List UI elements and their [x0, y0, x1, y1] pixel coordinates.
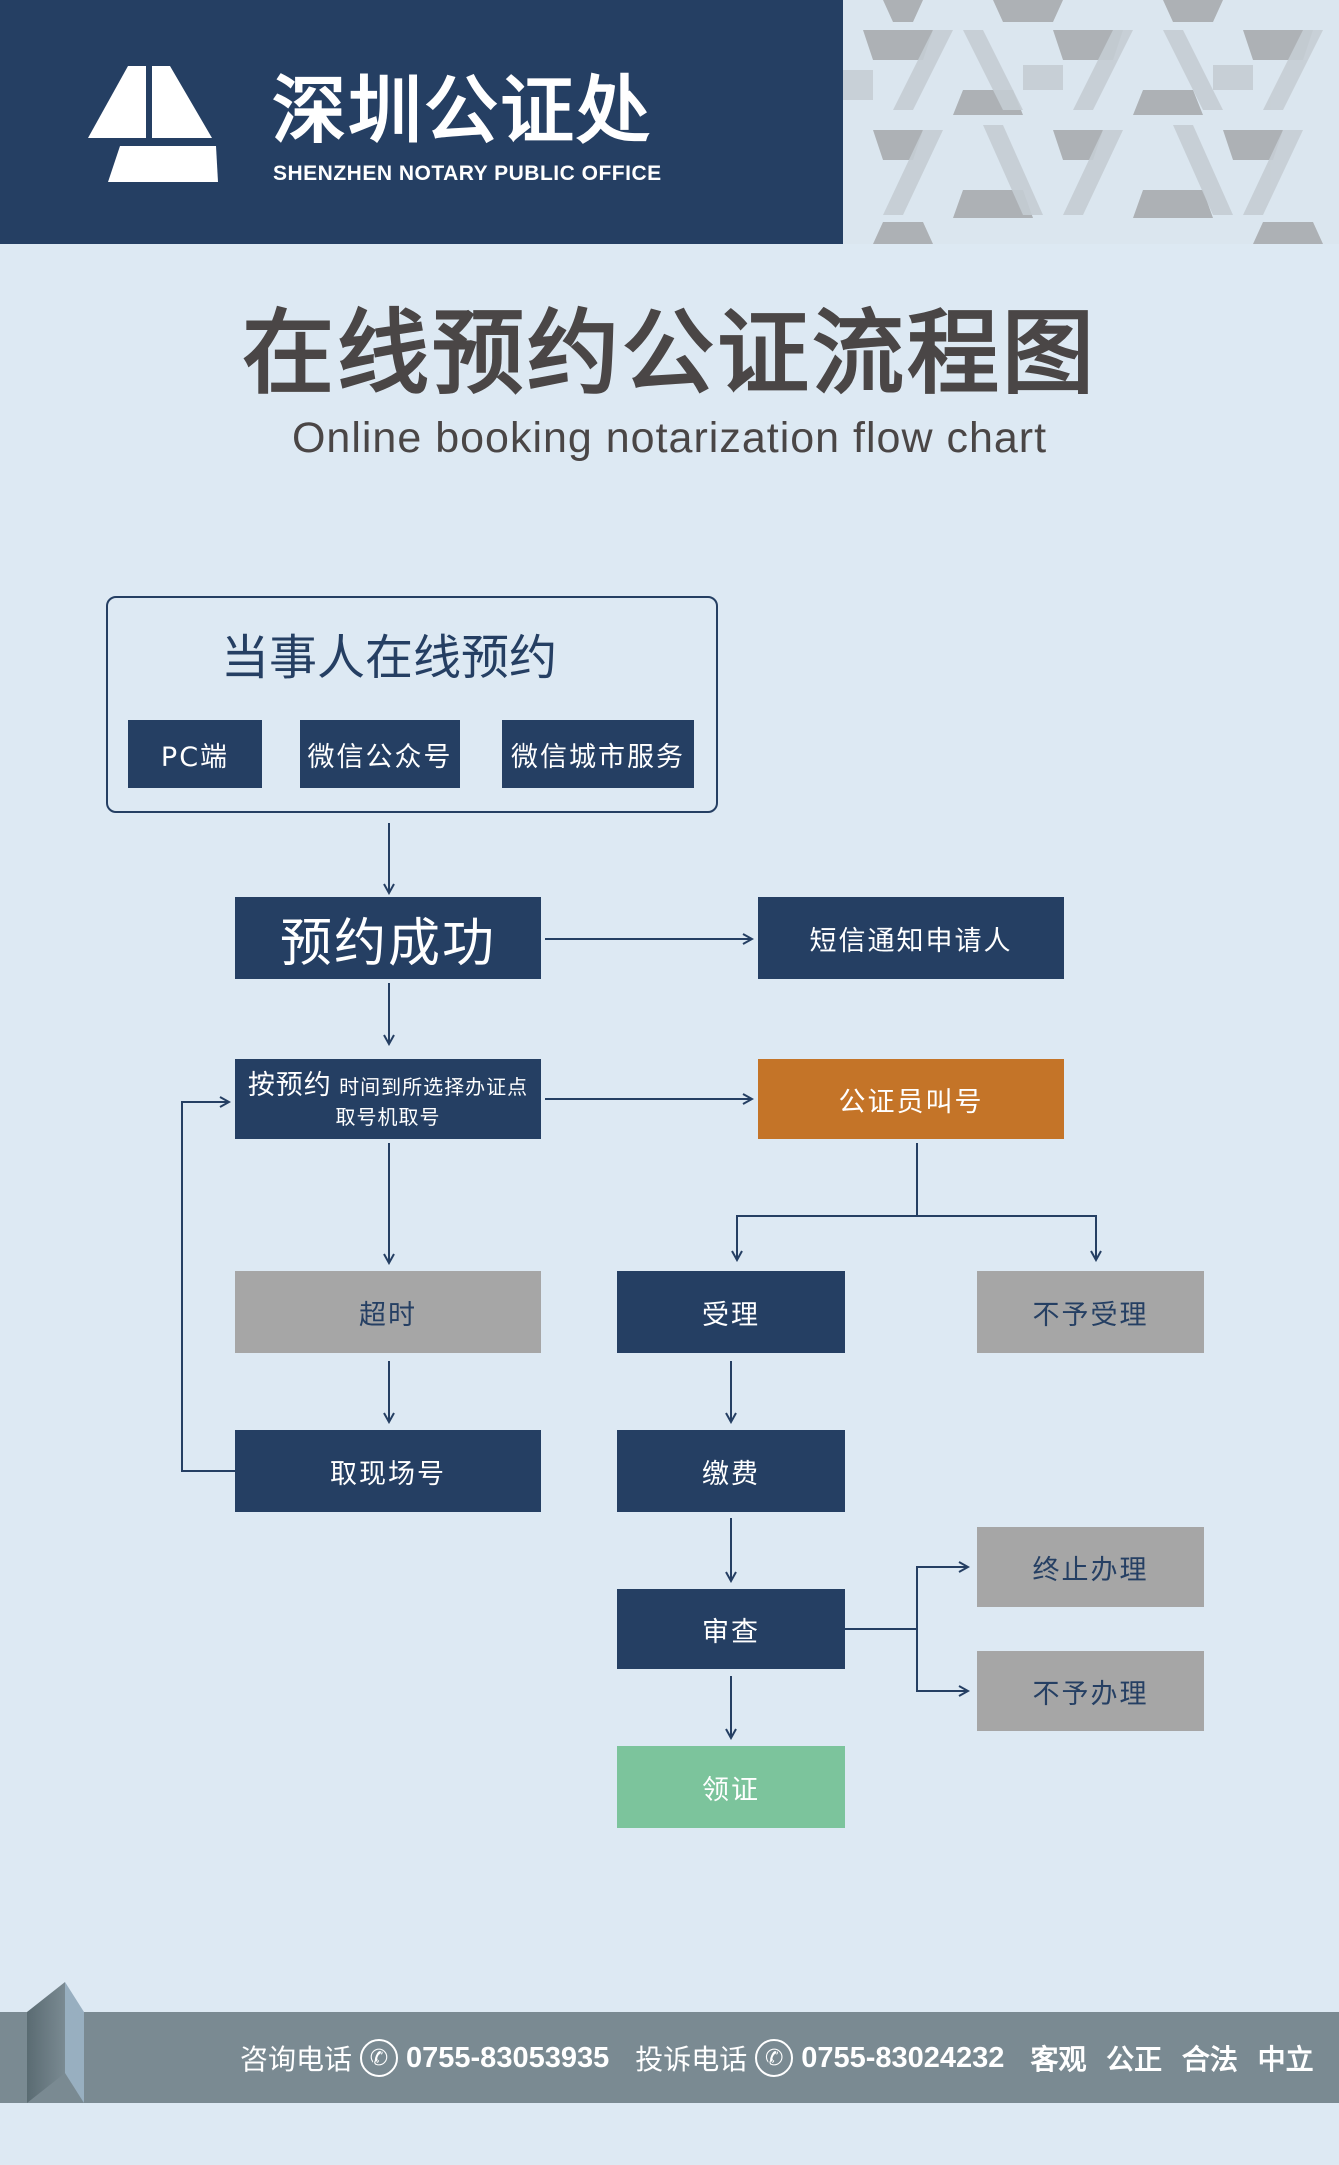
- step-terminate: 终止办理: [977, 1527, 1204, 1607]
- ticket-line1: 时间到所选择办证点: [339, 1075, 529, 1100]
- online-booking-group: [106, 596, 718, 813]
- footer-fold-decoration: [27, 1982, 84, 2103]
- page-subtitle: Online booking notarization flow chart: [291, 414, 1048, 462]
- page-title: 在线预约公证流程图: [241, 300, 1097, 407]
- complaint-phone: 0755-83024232: [801, 2041, 1005, 2074]
- org-name-en: SHENZHEN NOTARY PUBLIC OFFICE: [273, 162, 662, 185]
- arrow-call-to-accept: [737, 1143, 918, 1260]
- step-notary-call: 公证员叫号: [758, 1059, 1064, 1139]
- notary-logo-icon: [88, 66, 218, 182]
- step-accept: 受理: [617, 1271, 845, 1353]
- step-review: 审查: [617, 1589, 845, 1669]
- channel-wechat-city: 微信城市服务: [502, 720, 694, 788]
- ticket-line2: 取号机取号: [335, 1104, 441, 1129]
- footer-band: [0, 2012, 1339, 2103]
- arrow-review-branches: [916, 1566, 968, 1692]
- motto: 客观 公正 合法 中立: [1030, 2043, 1314, 2076]
- channel-wechat-official: 微信公众号: [300, 720, 460, 788]
- arrow-onsite-loop: [181, 1102, 235, 1472]
- step-deny: 不予办理: [977, 1651, 1204, 1731]
- phone-icon: ✆: [360, 2039, 399, 2077]
- step-certificate: 领证: [617, 1746, 845, 1828]
- phone-icon: ✆: [755, 2039, 794, 2077]
- complaint-label: 投诉电话: [635, 2043, 748, 2076]
- step-take-ticket: 按预约 时间到所选择办证点 取号机取号: [235, 1059, 541, 1139]
- consult-label: 咨询电话: [240, 2043, 353, 2076]
- step-booking-success: 预约成功: [235, 897, 541, 979]
- org-name: 深圳公证处: [272, 68, 652, 154]
- arrow-call-to-reject: [917, 1215, 1096, 1260]
- footer-contact: 咨询电话 ✆ 0755-83053935 投诉电话 ✆ 0755-8302423…: [240, 2038, 1314, 2078]
- header-banner: 深圳公证处 SHENZHEN NOTARY PUBLIC OFFICE: [0, 0, 843, 244]
- channel-pc: PC端: [128, 720, 262, 788]
- step-pay: 缴费: [617, 1430, 845, 1512]
- step-timeout: 超时: [235, 1271, 541, 1353]
- step-reject: 不予受理: [977, 1271, 1204, 1353]
- ticket-prefix: 按预约: [247, 1070, 332, 1102]
- consult-phone: 0755-83053935: [406, 2041, 610, 2074]
- online-booking-title: 当事人在线预约: [221, 630, 558, 686]
- decorative-pattern: [843, 0, 1339, 244]
- step-sms-notify: 短信通知申请人: [758, 897, 1064, 979]
- step-onsite-ticket: 取现场号: [235, 1430, 541, 1512]
